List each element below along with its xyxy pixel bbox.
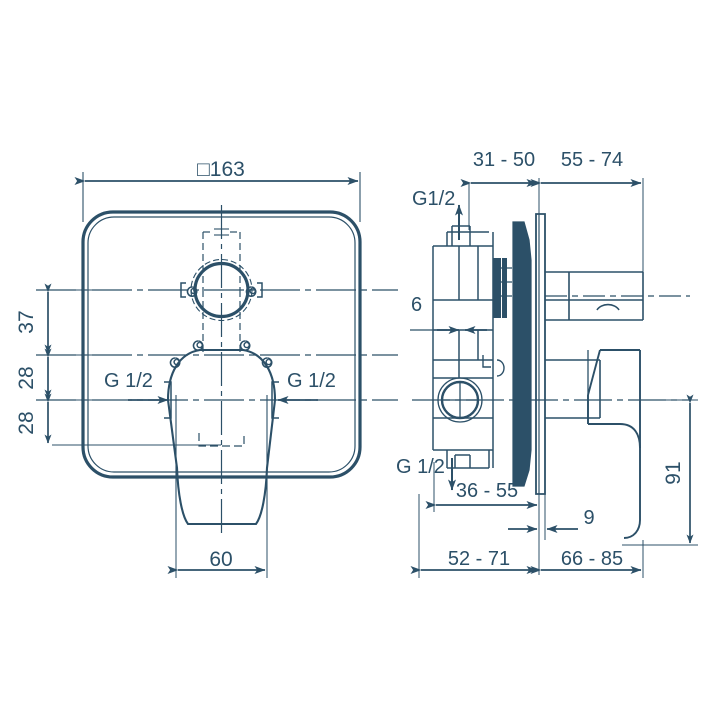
sealing-plates	[493, 258, 512, 318]
label-side-bottom-right: 66 - 85	[561, 548, 623, 570]
front-left-extension-lines	[52, 289, 96, 446]
label-center-band-upper: 28	[15, 366, 38, 389]
front-horizontal-axes	[36, 289, 398, 401]
handle-hidden-notch	[198, 433, 245, 447]
label-handle-height: 91	[662, 461, 685, 484]
front-bottom-extension-lines	[175, 500, 268, 578]
label-plate-width: □163	[197, 158, 245, 181]
label-side-port-bottom: G 1/2	[396, 456, 445, 478]
dimension-labels: □163 37 28 28 G 1/2 G 1/2 60 31 - 50 55 …	[15, 149, 685, 571]
handle-axis-ticks	[164, 381, 279, 419]
valve-body-outline	[432, 225, 494, 469]
label-top-to-center: 37	[15, 310, 38, 333]
label-center-band-lower: 28	[15, 411, 38, 434]
label-wall-offset: 6	[411, 294, 422, 316]
mounting-lugs	[169, 282, 273, 368]
side-bottom-extension-lines	[418, 494, 644, 578]
label-side-top-right: 55 - 74	[561, 149, 623, 171]
spindle-top-marks	[214, 228, 229, 236]
cover-plate-profile	[545, 271, 644, 419]
label-front-port-right: G 1/2	[287, 370, 336, 392]
side-view	[410, 178, 698, 578]
label-front-port-left: G 1/2	[104, 370, 153, 392]
label-handle-width: 60	[209, 548, 232, 571]
label-inlet-depth: 36 - 55	[456, 480, 518, 502]
front-view	[36, 172, 398, 578]
side-height-extension-lines	[622, 399, 698, 546]
side-lever-handle	[587, 349, 641, 539]
wall-plate	[512, 213, 546, 495]
label-side-port-top: G1/2	[412, 188, 455, 210]
valve-body-details	[482, 355, 505, 377]
spindle-hidden-outline	[202, 231, 241, 290]
label-plate-thickness: 9	[583, 507, 594, 529]
label-side-top-left: 31 - 50	[473, 149, 535, 171]
label-side-bottom-left: 52 - 71	[448, 548, 510, 570]
